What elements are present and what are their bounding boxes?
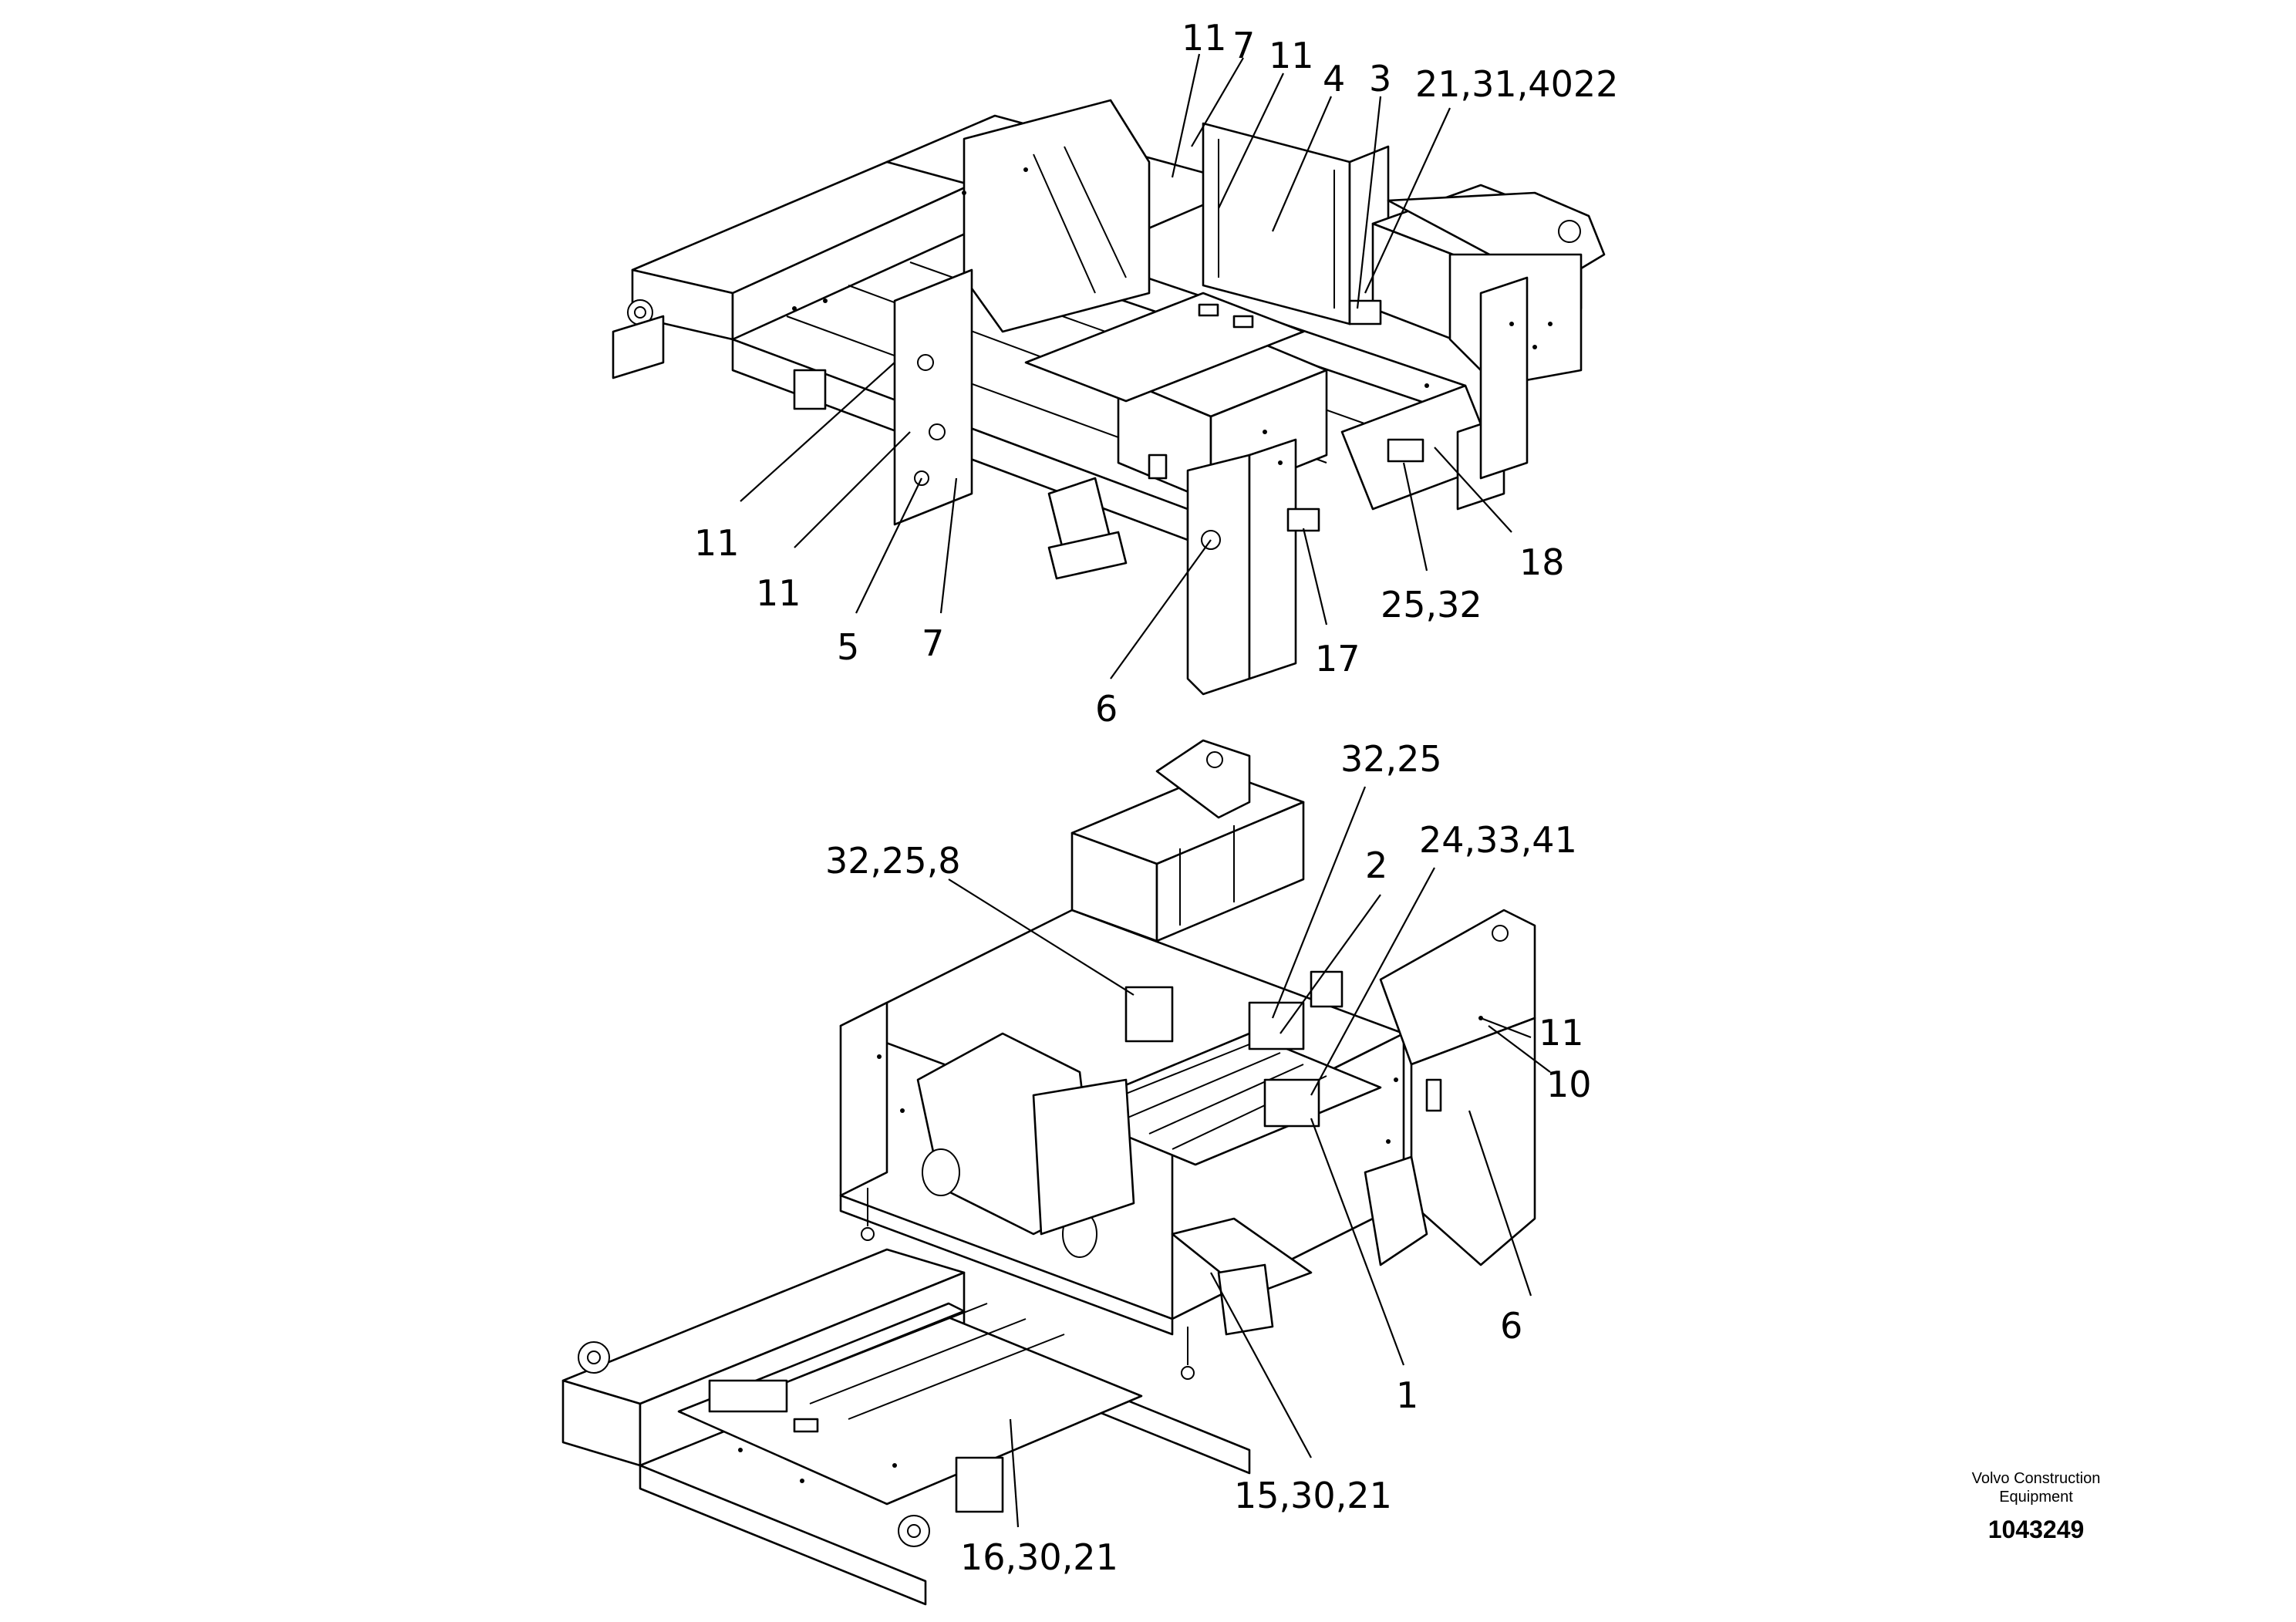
callout-18: 18 [1519, 541, 1565, 583]
callout-1: 1 [1396, 1374, 1418, 1416]
top-frame-assembly [612, 99, 1606, 696]
callout-25-32: 25,32 [1381, 584, 1482, 626]
callout-32-25: 32,25 [1340, 738, 1442, 780]
callout-11: 11 [694, 522, 740, 564]
brand-line-2: Equipment [1999, 1489, 2073, 1506]
callout-2: 2 [1365, 845, 1387, 886]
document-number: 1043249 [1988, 1516, 2085, 1543]
footer-block: Volvo Construction Equipment 1043249 [1913, 1469, 2159, 1544]
callout-24-33-41: 24,33,41 [1419, 819, 1577, 861]
callout-7: 7 [922, 622, 944, 664]
leader-lines-top [740, 53, 1512, 679]
callout-11: 11 [1182, 17, 1227, 59]
brand-line-1: Volvo Construction [1971, 1470, 2101, 1487]
callout-6: 6 [1500, 1305, 1522, 1347]
callout-17: 17 [1315, 638, 1360, 679]
callout-6: 6 [1095, 688, 1118, 730]
callout-7: 7 [1232, 25, 1255, 66]
callout-4: 4 [1323, 58, 1345, 99]
callout-10: 10 [1546, 1064, 1592, 1105]
callout-11: 11 [1269, 35, 1314, 76]
callout-32-25-8: 32,25,8 [825, 840, 961, 882]
callout-5: 5 [837, 626, 859, 668]
callout-11: 11 [756, 572, 801, 614]
callouts-bottom: 32,25 32,25,8 24,33,41 2 11 10 6 1 15,30… [825, 738, 1592, 1578]
callout-15-30-21: 15,30,21 [1234, 1475, 1392, 1516]
callouts-top: 11 7 11 4 3 21,31,4022 11 11 5 7 6 17 25… [694, 17, 1618, 730]
callout-21-31-4022: 21,31,4022 [1415, 63, 1618, 105]
callout-16-30-21: 16,30,21 [960, 1536, 1118, 1578]
callout-3: 3 [1369, 58, 1391, 99]
leader-lines-bottom [948, 786, 1551, 1528]
callout-11: 11 [1539, 1012, 1584, 1054]
bottom-frame-assembly [561, 739, 1536, 1606]
